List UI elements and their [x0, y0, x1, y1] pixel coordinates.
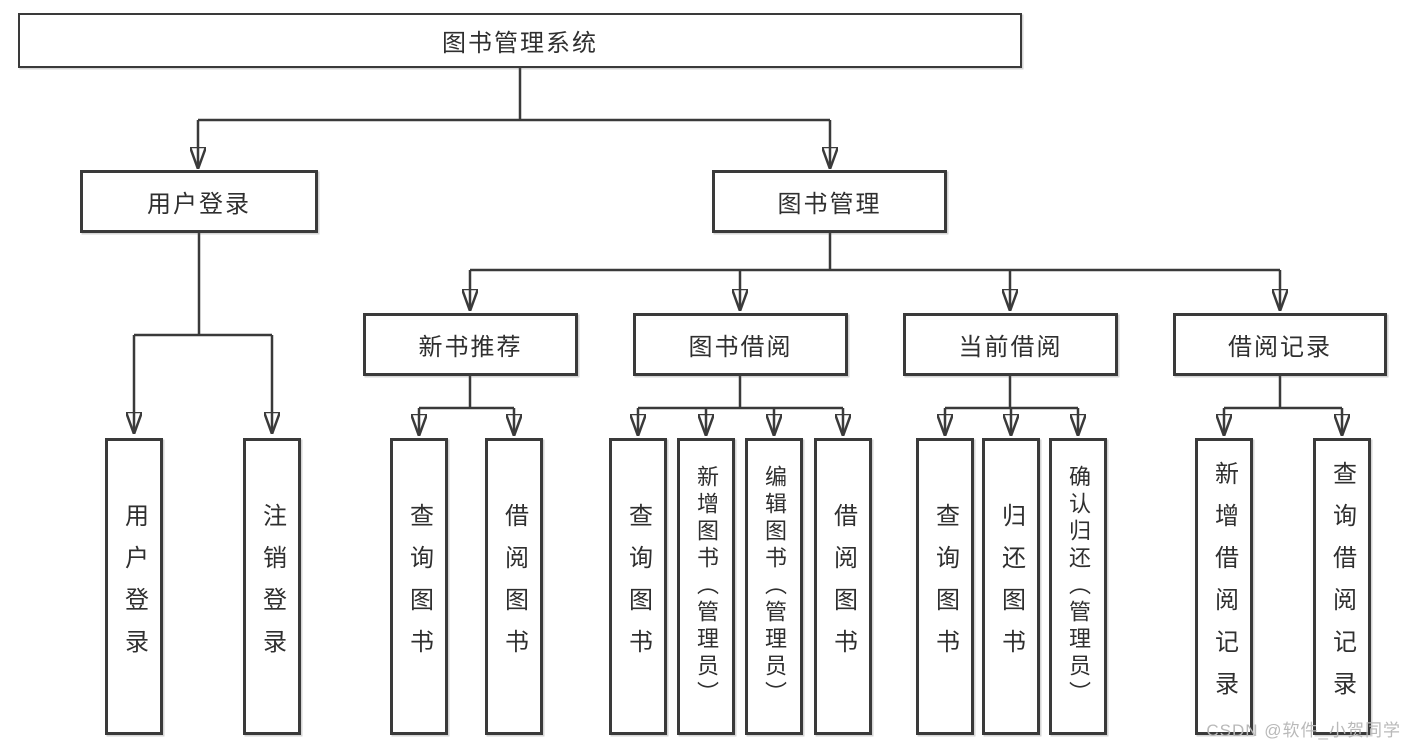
leaf-query-books-3: 查询图书: [916, 438, 974, 735]
node-library-system: 图书管理系统: [18, 13, 1022, 68]
node-book-management: 图书管理: [712, 170, 947, 233]
leaf-query-books-1: 查询图书: [390, 438, 448, 735]
node-book-borrowing: 图书借阅: [633, 313, 848, 376]
leaf-add-borrow-record: 新增借阅记录: [1195, 438, 1253, 735]
leaf-edit-book-admin: 编辑图书（管理员）: [745, 438, 803, 735]
watermark: CSDN @软件_小贺同学: [1206, 721, 1401, 740]
node-user-login: 用户登录: [80, 170, 318, 233]
leaf-confirm-return-admin: 确认归还（管理员）: [1049, 438, 1107, 735]
leaf-query-books-2: 查询图书: [609, 438, 667, 735]
leaf-borrow-books-1: 借阅图书: [485, 438, 543, 735]
node-new-book-recommend: 新书推荐: [363, 313, 578, 376]
leaf-user-login: 用户登录: [105, 438, 163, 735]
leaf-query-borrow-record: 查询借阅记录: [1313, 438, 1371, 735]
leaf-borrow-books-2: 借阅图书: [814, 438, 872, 735]
leaf-return-books: 归还图书: [982, 438, 1040, 735]
node-borrowing-records: 借阅记录: [1173, 313, 1387, 376]
node-current-borrowing: 当前借阅: [903, 313, 1118, 376]
leaf-add-book-admin: 新增图书（管理员）: [677, 438, 735, 735]
leaf-logout: 注销登录: [243, 438, 301, 735]
